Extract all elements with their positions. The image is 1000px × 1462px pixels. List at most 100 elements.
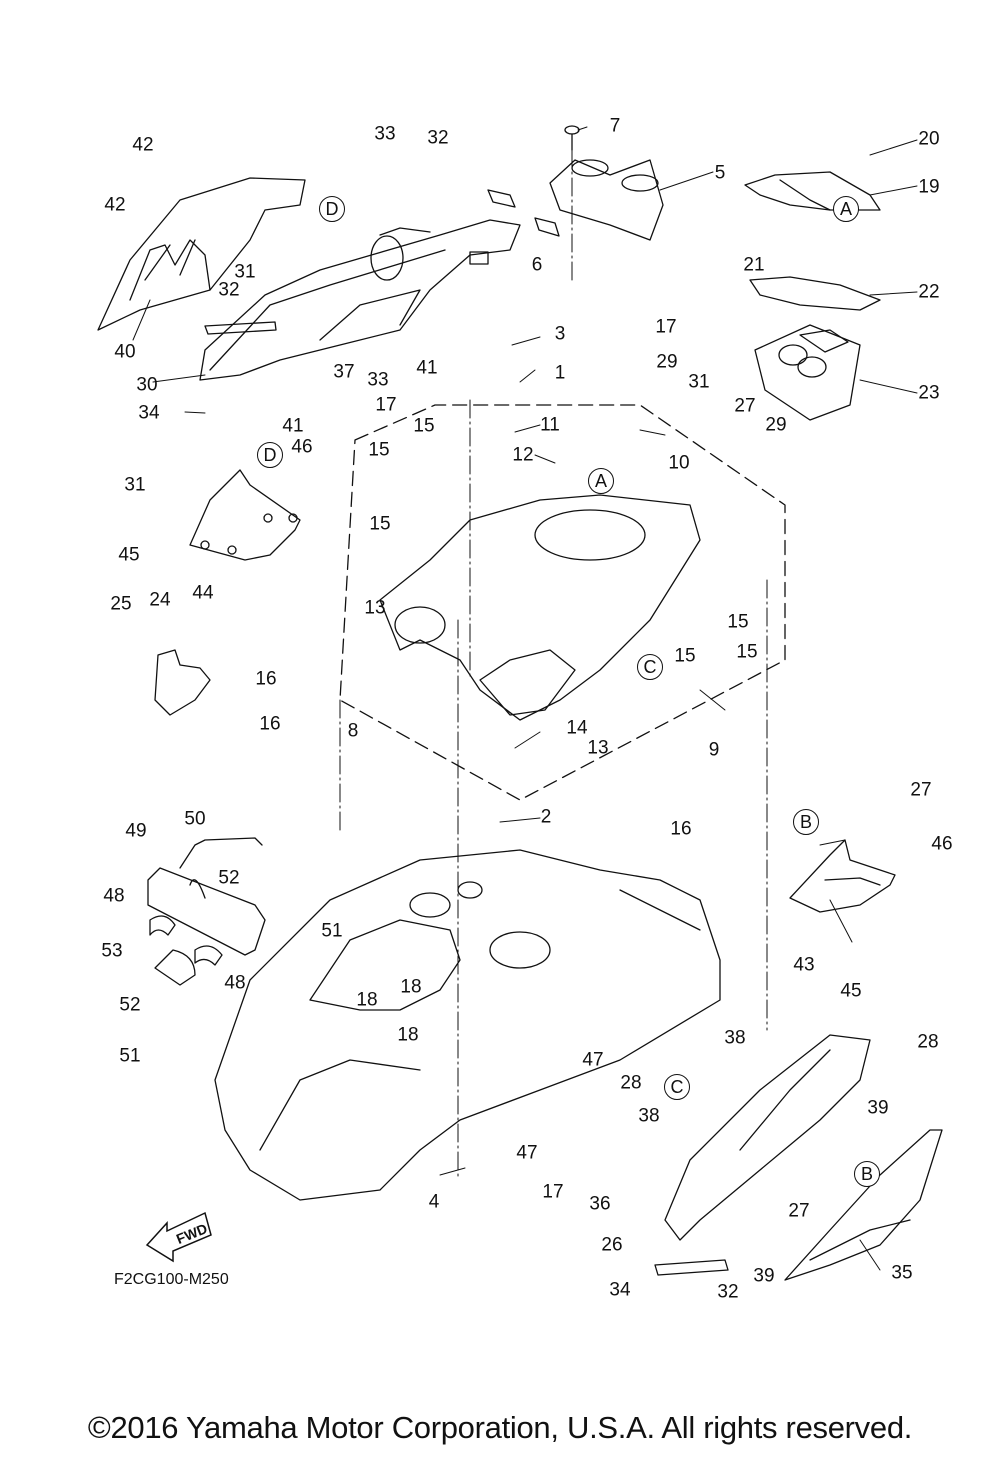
ref-circle-d-bracket[interactable]: D xyxy=(257,442,283,468)
callout-27-a[interactable]: 27 xyxy=(734,395,756,417)
strap-part-50 xyxy=(180,838,262,868)
diagram-code: F2CG100-M250 xyxy=(114,1271,229,1288)
callout-44[interactable]: 44 xyxy=(192,582,214,604)
callout-46-b[interactable]: 46 xyxy=(931,833,953,855)
callout-28-left[interactable]: 28 xyxy=(620,1072,642,1094)
callout-26[interactable]: 26 xyxy=(601,1234,623,1256)
callout-48-a[interactable]: 48 xyxy=(103,885,125,907)
callout-16-b[interactable]: 16 xyxy=(259,713,281,735)
callout-31-c[interactable]: 31 xyxy=(688,371,710,393)
callout-18-a[interactable]: 18 xyxy=(356,989,378,1011)
callout-13-left[interactable]: 13 xyxy=(364,597,386,619)
callout-50[interactable]: 50 xyxy=(184,808,206,830)
callout-17-c[interactable]: 17 xyxy=(542,1181,564,1203)
callout-8[interactable]: 8 xyxy=(347,720,359,742)
callout-15-f[interactable]: 15 xyxy=(736,641,758,663)
callout-27-c[interactable]: 27 xyxy=(788,1200,810,1222)
callout-33-b[interactable]: 33 xyxy=(367,369,389,391)
ref-circle-b-bracket[interactable]: B xyxy=(793,809,819,835)
ref-circle-c-cover[interactable]: C xyxy=(664,1074,690,1100)
callout-45-b[interactable]: 45 xyxy=(840,980,862,1002)
callout-22[interactable]: 22 xyxy=(918,281,940,303)
callout-10[interactable]: 10 xyxy=(668,452,690,474)
callout-15-d[interactable]: 15 xyxy=(674,645,696,667)
callout-37[interactable]: 37 xyxy=(333,361,355,383)
callout-11[interactable]: 11 xyxy=(540,414,560,436)
band-part-48b xyxy=(195,946,222,965)
callout-2[interactable]: 2 xyxy=(540,806,552,828)
callout-21[interactable]: 21 xyxy=(743,254,765,276)
callout-23[interactable]: 23 xyxy=(918,382,940,404)
callout-14[interactable]: 14 xyxy=(566,717,588,739)
ref-circle-c-frame[interactable]: C xyxy=(637,654,663,680)
callout-31-b[interactable]: 31 xyxy=(124,474,146,496)
strip-part-34a xyxy=(205,322,276,334)
callout-33-a[interactable]: 33 xyxy=(374,123,396,145)
callout-5[interactable]: 5 xyxy=(714,162,726,184)
callout-13-right[interactable]: 13 xyxy=(587,737,609,759)
callout-32-b[interactable]: 32 xyxy=(218,279,240,301)
callout-42-a[interactable]: 42 xyxy=(132,134,154,156)
callout-46-a[interactable]: 46 xyxy=(291,436,313,458)
callout-40[interactable]: 40 xyxy=(114,341,136,363)
callout-15-e[interactable]: 15 xyxy=(727,611,749,633)
callout-32-c[interactable]: 32 xyxy=(717,1281,739,1303)
callout-51-b[interactable]: 51 xyxy=(119,1045,141,1067)
callout-34-a[interactable]: 34 xyxy=(138,402,160,424)
callout-17-b[interactable]: 17 xyxy=(655,316,677,338)
callout-16-c[interactable]: 16 xyxy=(670,818,692,840)
callout-3[interactable]: 3 xyxy=(554,323,566,345)
callout-32-a[interactable]: 32 xyxy=(427,127,449,149)
callout-47-b[interactable]: 47 xyxy=(516,1142,538,1164)
callout-39-b[interactable]: 39 xyxy=(753,1265,775,1287)
callout-53[interactable]: 53 xyxy=(101,940,123,962)
callout-31-a[interactable]: 31 xyxy=(234,261,256,283)
ref-circle-a-frame[interactable]: A xyxy=(588,468,614,494)
callout-12[interactable]: 12 xyxy=(512,444,534,466)
band-part-48a xyxy=(150,916,175,935)
callout-38-b[interactable]: 38 xyxy=(638,1105,660,1127)
callout-19[interactable]: 19 xyxy=(918,176,940,198)
callout-6[interactable]: 6 xyxy=(531,254,543,276)
callout-15-b[interactable]: 15 xyxy=(368,439,390,461)
callout-9[interactable]: 9 xyxy=(708,739,720,761)
callout-30[interactable]: 30 xyxy=(136,374,158,396)
callout-27-b[interactable]: 27 xyxy=(910,779,932,801)
callout-35[interactable]: 35 xyxy=(891,1262,913,1284)
callout-39-a[interactable]: 39 xyxy=(867,1097,889,1119)
callout-16-a[interactable]: 16 xyxy=(255,668,277,690)
callout-1[interactable]: 1 xyxy=(554,362,566,384)
ref-circle-a-top[interactable]: A xyxy=(833,196,859,222)
callout-29-a[interactable]: 29 xyxy=(656,351,678,373)
callout-17-a[interactable]: 17 xyxy=(375,394,397,416)
callout-42-b[interactable]: 42 xyxy=(104,194,126,216)
callout-48-b[interactable]: 48 xyxy=(224,972,246,994)
callout-7[interactable]: 7 xyxy=(609,115,621,137)
callout-52-a[interactable]: 52 xyxy=(218,867,240,889)
callout-51-a[interactable]: 51 xyxy=(321,920,343,942)
callout-41-a[interactable]: 41 xyxy=(416,357,438,379)
callout-20[interactable]: 20 xyxy=(918,128,940,150)
callout-28-right[interactable]: 28 xyxy=(917,1031,939,1053)
callout-15-a[interactable]: 15 xyxy=(413,415,435,437)
callout-45-a[interactable]: 45 xyxy=(118,544,140,566)
band-part-53 xyxy=(155,950,195,985)
callout-29-b[interactable]: 29 xyxy=(765,414,787,436)
callout-34-b[interactable]: 34 xyxy=(609,1279,631,1301)
callout-25[interactable]: 25 xyxy=(110,593,132,615)
callout-24[interactable]: 24 xyxy=(149,589,171,611)
ref-circle-b-cover[interactable]: B xyxy=(854,1161,880,1187)
callout-15-c[interactable]: 15 xyxy=(369,513,391,535)
leader-lines xyxy=(133,127,917,1270)
callout-38-a[interactable]: 38 xyxy=(724,1027,746,1049)
callout-36[interactable]: 36 xyxy=(589,1193,611,1215)
callout-47-a[interactable]: 47 xyxy=(582,1049,604,1071)
callout-41-b[interactable]: 41 xyxy=(282,415,304,437)
callout-4[interactable]: 4 xyxy=(428,1191,440,1213)
callout-18-c[interactable]: 18 xyxy=(397,1024,419,1046)
callout-49[interactable]: 49 xyxy=(125,820,147,842)
callout-18-b[interactable]: 18 xyxy=(400,976,422,998)
ref-circle-d-hood[interactable]: D xyxy=(319,196,345,222)
callout-52-b[interactable]: 52 xyxy=(119,994,141,1016)
callout-43[interactable]: 43 xyxy=(793,954,815,976)
